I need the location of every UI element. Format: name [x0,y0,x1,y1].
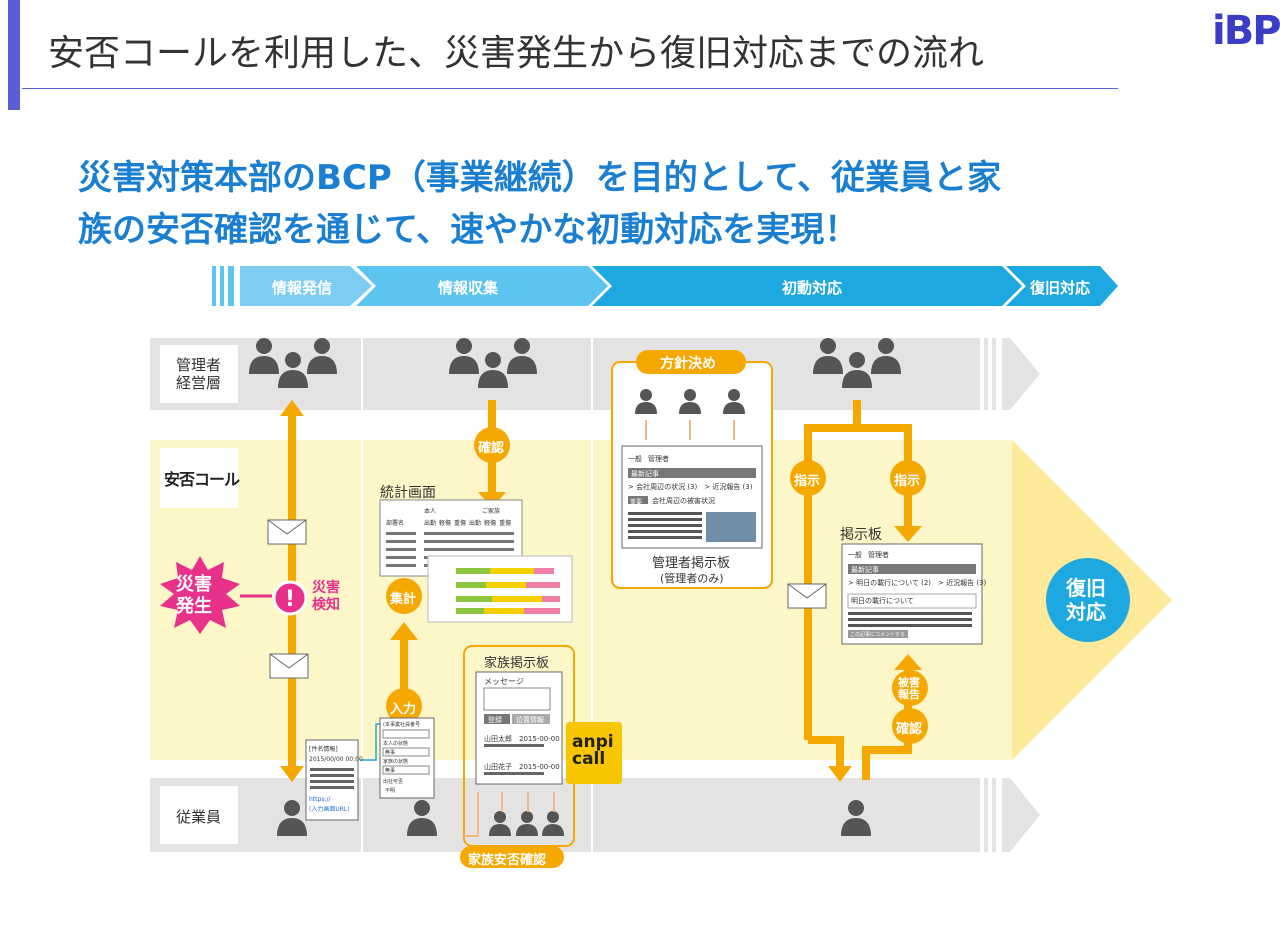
family-entry-2: 山田花子 2015-00-00 [484,763,560,771]
confirm-badge-2 [892,708,928,744]
phase-label-info-collect: 情報収集 [438,279,499,297]
admin-board-tag: 重要 [630,499,643,506]
board-topic: 明日の載行について [851,597,914,605]
phase-label-recovery: 復旧対応 [1030,279,1091,297]
family-register-button[interactable]: 登録 [488,716,502,724]
input-badge [386,688,422,724]
subtitle-line-2: 族の安否確認を通じて、速やかな初動対応を実現！ [78,210,859,250]
phase-header [212,266,1118,306]
board-heading: 最新記事 [851,566,879,574]
board-links: > 明日の載行について (2) > 近況報告 (3) [848,579,987,587]
header-accent-bar [8,0,20,110]
board-tabs: 一般管理者 [848,551,889,559]
management-band [150,338,1040,410]
form-field-4: 出社可否 [383,779,404,785]
admin-board-title: 管理者掲示板 [652,556,731,571]
instruct-label-1: 指示 [794,474,821,489]
mail-link: https:// [309,796,331,803]
mail-date: 2015/00/00 00:00 [309,756,363,763]
family-check-pill [460,846,564,868]
aggregate-badge [386,578,422,614]
admin-board-tabs: 一般管理者 [628,455,669,463]
family-message-label: メッセージ [484,677,524,686]
service-logo: 安否コール [164,470,240,489]
mail-header: [件名情報] [309,746,338,753]
phase-label-initial-response: 初動対応 [782,279,843,297]
anpi-call-app-icon [566,722,622,784]
form-value-1: 無事 [385,750,396,756]
mail-icon-2 [269,653,309,679]
instruct-badge-2 [890,460,926,496]
company-logo: iBP [1212,8,1280,54]
damage-photo [706,512,756,542]
stats-cols: 出勤軽傷重傷出勤軽傷重傷 [424,520,512,527]
header-divider [22,88,1118,89]
row-label-employee: 従業員 [176,808,222,826]
alert-icon [272,580,308,616]
admin-only-note: (管理者のみ) [660,572,724,585]
policy-label: 方針決め [660,356,716,372]
form-field-3: 家族の状態 [383,759,409,765]
phase-initial-response [592,266,1022,306]
instruct-label-2: 指示 [894,474,921,489]
recovery-circle [1046,558,1130,642]
employee-band [150,778,1040,852]
row-label-management: 管理者経営層 [176,356,222,392]
phase-info-collect [356,266,608,306]
subtitle-line-1: 災害対策本部のBCP（事業継続）を目的として、従業員と家 [78,158,1002,198]
aggregate-label: 集計 [390,592,417,607]
family-check-label: 家族安否確認 [468,853,547,868]
stats-row-header: 部署名 [386,520,405,527]
svg-text:!: ! [285,587,295,612]
admin-board-links: > 会社周辺の状況 (3) > 近況報告 (3) [628,483,753,491]
board-title: 掲示板 [840,527,882,543]
stats-col-group-self: 本人 [424,508,437,515]
admin-board-topic: 会社周辺の被害状況 [652,497,715,505]
form-value-2: 無事 [385,768,396,774]
confirm-label-2: 確認 [896,722,923,737]
board-comment-button[interactable]: この記事にコメントする [850,632,906,638]
stats-col-group-family: ご家族 [482,508,501,515]
phase-info-send [240,266,372,306]
confirm-badge [474,427,510,463]
damage-report-label: 被害報告 [898,676,920,701]
mail-icon-1 [267,519,307,545]
form-field-2: 本人の状態 [383,741,409,747]
input-label: 入力 [390,702,417,717]
damage-report-badge [892,670,928,706]
instruct-badge-1 [790,460,826,496]
family-entry-1: 山田太郎 2015-00-00 [484,735,560,743]
mail-link-text: (入力画面URL) [309,806,350,813]
phase-label-info-send: 情報発信 [272,279,333,297]
disaster-star [160,556,240,634]
admin-board-heading: 最新記事 [631,470,659,478]
mail-icon-3 [787,583,827,609]
family-location-button[interactable]: 位置情報 [516,716,544,724]
confirm-label: 確認 [478,441,505,456]
detection-label: 災害検知 [312,580,340,613]
page-title: 安否コールを利用した、災害発生から復旧対応までの流れ [48,33,985,74]
policy-pill [636,350,746,374]
stats-screen-title: 統計画面 [380,485,436,501]
disaster-label: 災害発生 [176,574,212,617]
phase-recovery [1006,266,1118,306]
form-field-1: (本事業社員番号 [383,722,420,728]
recovery-label: 復旧対応 [1066,576,1106,624]
family-board-title: 家族掲示板 [484,656,550,671]
form-value-3: 不明 [385,788,396,794]
